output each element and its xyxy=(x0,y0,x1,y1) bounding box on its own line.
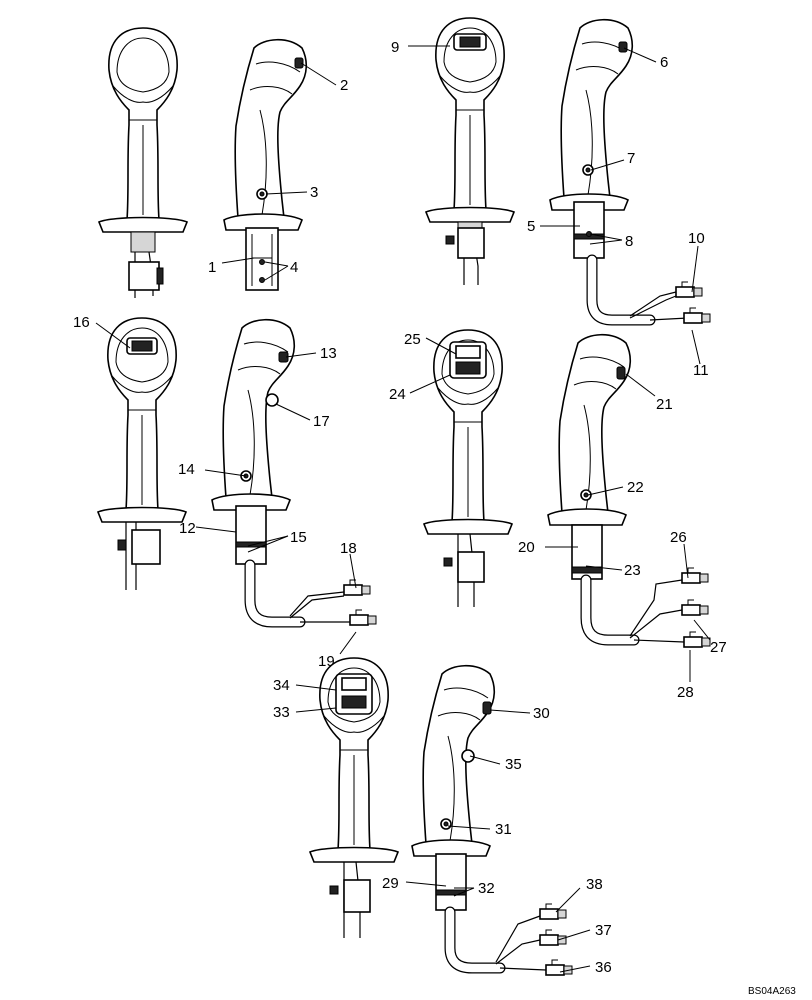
callout-7: 7 xyxy=(627,150,635,167)
connector xyxy=(539,929,567,946)
callout-38: 38 xyxy=(586,876,603,893)
connector xyxy=(675,281,703,298)
connector xyxy=(683,307,711,324)
callout-5: 5 xyxy=(527,218,535,235)
grip-front-view xyxy=(423,329,513,607)
callout-2: 2 xyxy=(340,77,348,94)
callout-14: 14 xyxy=(178,461,195,478)
callout-37: 37 xyxy=(595,922,612,939)
callout-4: 4 xyxy=(290,259,298,276)
callout-33: 33 xyxy=(273,704,290,721)
callout-23: 23 xyxy=(624,562,641,579)
callout-8: 8 xyxy=(625,233,633,250)
callout-19: 19 xyxy=(318,653,335,670)
callout-10: 10 xyxy=(688,230,705,247)
callout-26: 26 xyxy=(670,529,687,546)
connector xyxy=(349,609,377,626)
callout-32: 32 xyxy=(478,880,495,897)
connector xyxy=(681,599,709,616)
grip-side-view xyxy=(211,318,296,565)
grip-side-view xyxy=(549,18,634,259)
callout-12: 12 xyxy=(179,520,196,537)
callout-35: 35 xyxy=(505,756,522,773)
leader-lines xyxy=(95,45,711,973)
cable-harness xyxy=(586,254,689,326)
callout-17: 17 xyxy=(313,413,330,430)
callout-13: 13 xyxy=(320,345,337,362)
grip-side-view xyxy=(223,38,308,291)
callout-9: 9 xyxy=(391,39,399,56)
connector xyxy=(681,567,709,584)
connector xyxy=(545,959,573,976)
callout-30: 30 xyxy=(533,705,550,722)
callout-28: 28 xyxy=(677,684,694,701)
grip-side-view xyxy=(411,664,496,911)
connector xyxy=(343,579,371,596)
callout-labels: 1 2 3 4 5 6 7 8 9 10 11 12 13 14 15 16 1… xyxy=(73,39,727,976)
callout-15: 15 xyxy=(290,529,307,546)
callout-29: 29 xyxy=(382,875,399,892)
callout-20: 20 xyxy=(518,539,535,556)
callout-31: 31 xyxy=(495,821,512,838)
callout-24: 24 xyxy=(389,386,406,403)
callout-16: 16 xyxy=(73,314,90,331)
grip-front-view xyxy=(98,27,188,298)
callout-11: 11 xyxy=(693,362,709,379)
figure-reference-code: BS04A263 xyxy=(748,986,796,997)
callout-34: 34 xyxy=(273,677,290,694)
callout-25: 25 xyxy=(404,331,421,348)
connector xyxy=(683,631,711,648)
cable-harness xyxy=(244,559,350,628)
callout-27: 27 xyxy=(710,639,727,656)
callout-3: 3 xyxy=(310,184,318,201)
callout-21: 21 xyxy=(656,396,673,413)
cable-harness xyxy=(444,906,547,974)
grip-front-view xyxy=(97,317,187,590)
callout-6: 6 xyxy=(660,54,668,71)
callout-1: 1 xyxy=(208,259,216,276)
cable-harness xyxy=(580,574,685,646)
callout-22: 22 xyxy=(627,479,644,496)
grip-side-view xyxy=(547,333,632,580)
callout-36: 36 xyxy=(595,959,612,976)
grip-front-view xyxy=(309,657,399,938)
callout-18: 18 xyxy=(340,540,357,557)
grip-front-view xyxy=(425,17,515,285)
